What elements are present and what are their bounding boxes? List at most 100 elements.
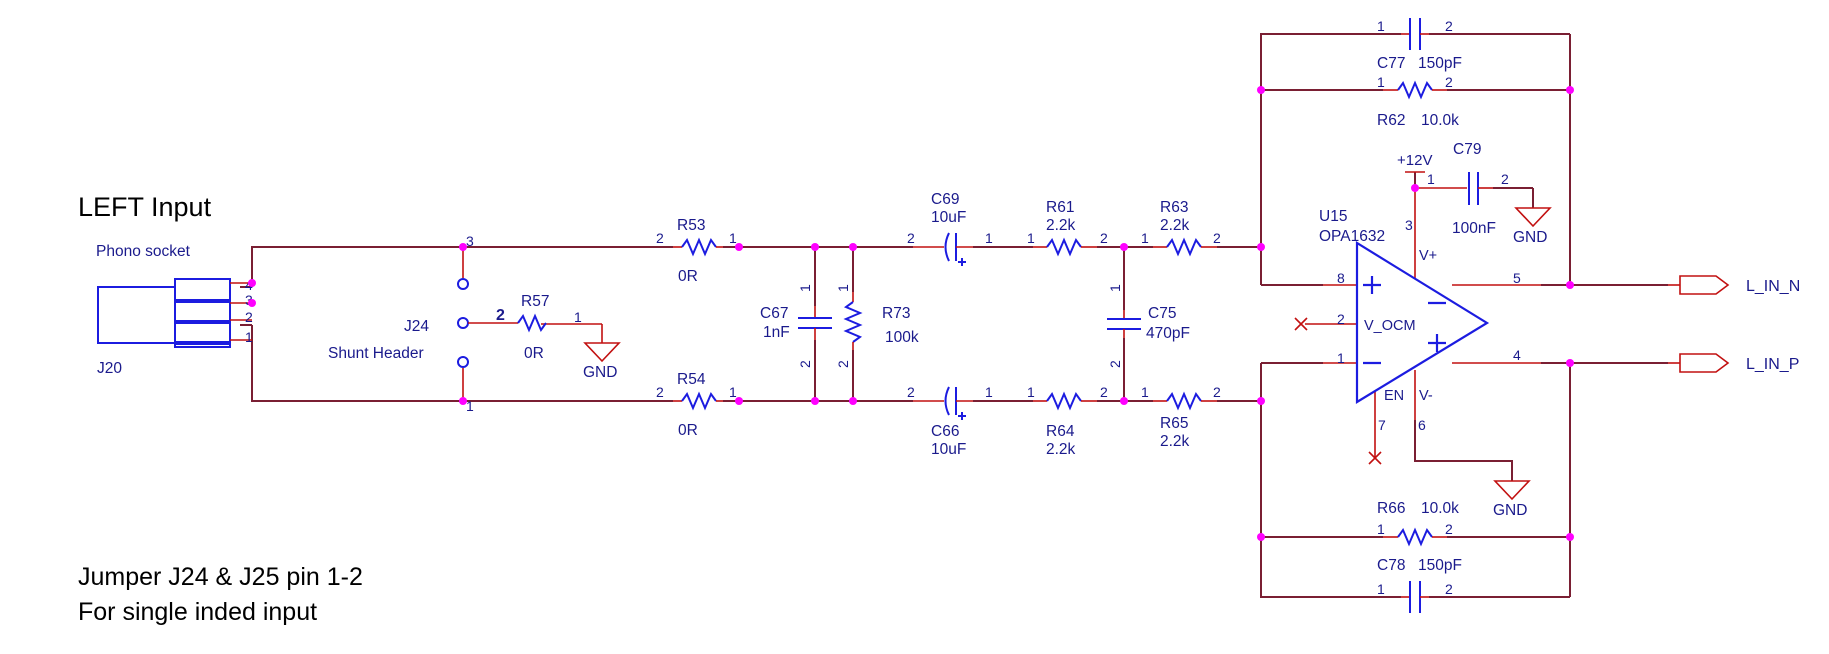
r61-value: 2.2k (1046, 217, 1076, 234)
u15-en-label: EN (1384, 388, 1404, 404)
u15-designator: U15 (1319, 208, 1347, 225)
gnd-label-vminus: GND (1493, 502, 1527, 519)
j24-pin-1: 1 (466, 398, 474, 414)
r57-value: 0R (524, 345, 544, 362)
port-l-in-p: L_IN_P (1668, 353, 1799, 373)
c67-designator: C67 (760, 305, 788, 322)
r54-value: 0R (678, 422, 698, 439)
r65-designator: R65 (1160, 415, 1188, 432)
r54-resistor: 2 1 R54 0R (656, 371, 737, 439)
gnd-symbol-c79: GND (1513, 207, 1552, 246)
r62-pin-2: 2 (1445, 74, 1453, 90)
r62-designator: R62 (1377, 112, 1405, 129)
u15-pin-5: 5 (1513, 270, 1521, 286)
c78-pin-1: 1 (1377, 581, 1385, 597)
c75-pin-1: 1 (1107, 284, 1123, 292)
r53-designator: R53 (677, 217, 705, 234)
c66-value: 10uF (931, 441, 966, 458)
junction-dots (248, 86, 1574, 541)
vplus-supply-label: +12V (1397, 152, 1432, 169)
c78-pin-2: 2 (1445, 581, 1453, 597)
u15-pin-6: 6 (1418, 417, 1426, 433)
no-connect-markers (1294, 317, 1382, 465)
r64-pin-1: 1 (1027, 384, 1035, 400)
u15-pin-2: 2 (1337, 311, 1345, 327)
c77-capacitor: 1 2 C77 150pF (1377, 18, 1462, 72)
c77-pin-2: 2 (1445, 18, 1453, 34)
c66-capacitor: 2 1 C66 10uF (907, 384, 993, 458)
c78-value: 150pF (1418, 557, 1462, 574)
c75-pin-2: 2 (1107, 360, 1123, 368)
j20-pin-1: 1 (245, 329, 253, 345)
r73-pin-2: 2 (835, 360, 851, 368)
r61-designator: R61 (1046, 199, 1074, 216)
u15-pin-3: 3 (1405, 217, 1413, 233)
r65-value: 2.2k (1160, 433, 1190, 450)
r73-resistor: 1 2 R73 100k (835, 284, 919, 368)
u15-pin-1: 1 (1337, 350, 1345, 366)
u15-opamp: V_OCM V+ V- EN 8 2 1 3 5 4 6 7 U15 OPA16… (1319, 208, 1541, 433)
c78-capacitor: 1 2 C78 150pF (1377, 557, 1462, 613)
vplus-supply-symbol: +12V (1397, 152, 1432, 173)
u15-vminus-label: V- (1419, 388, 1433, 404)
r73-pin-1: 1 (835, 284, 851, 292)
c67-capacitor: 1 2 C67 1nF (760, 284, 832, 368)
r63-value: 2.2k (1160, 217, 1190, 234)
r73-value: 100k (885, 329, 919, 346)
c75-value: 470pF (1146, 325, 1190, 342)
j20-designator: J20 (97, 360, 122, 377)
pin-leads (541, 187, 1467, 457)
j24-shunt-header: 3 2 1 J24 Shunt Header (328, 233, 518, 414)
gnd-symbol-r57: GND (583, 342, 621, 381)
r66-pin-2: 2 (1445, 521, 1453, 537)
r53-resistor: 2 1 R53 0R (656, 217, 737, 285)
j20-phono-socket: 4 3 2 1 Phono socket J20 (96, 243, 253, 377)
r57-designator: R57 (521, 293, 549, 310)
c66-designator: C66 (931, 423, 959, 440)
c69-pin-1: 1 (985, 230, 993, 246)
r54-pin-2: 2 (656, 384, 664, 400)
c75-designator: C75 (1148, 305, 1176, 322)
j24-pin-3: 3 (466, 233, 474, 249)
r73-designator: R73 (882, 305, 910, 322)
r64-pin-2: 2 (1100, 384, 1108, 400)
c79-pin-2: 2 (1501, 171, 1509, 187)
r57-resistor: 1 R57 0R (517, 293, 582, 362)
j20-pin-2: 2 (245, 309, 253, 325)
r65-pin-1: 1 (1141, 384, 1149, 400)
r54-pin-1: 1 (729, 384, 737, 400)
r65-resistor: 1 2 R65 2.2k (1141, 384, 1221, 450)
r54-designator: R54 (677, 371, 706, 388)
c67-pin-2: 2 (797, 360, 813, 368)
u15-pin-7: 7 (1378, 417, 1386, 433)
r53-pin-2: 2 (656, 230, 664, 246)
gnd-symbol-vminus: GND (1493, 480, 1531, 519)
c79-designator: C79 (1453, 141, 1481, 158)
r64-designator: R64 (1046, 423, 1075, 440)
c69-pin-2: 2 (907, 230, 915, 246)
jumper-note-line2: For single inded input (78, 598, 317, 626)
c75-capacitor: 1 2 C75 470pF (1107, 284, 1190, 368)
c69-capacitor: 2 1 C69 10uF (907, 191, 993, 266)
r63-designator: R63 (1160, 199, 1188, 216)
r62-pin-1: 1 (1377, 74, 1385, 90)
c77-designator: C77 (1377, 55, 1405, 72)
r66-value: 10.0k (1421, 500, 1459, 517)
r61-pin-1: 1 (1027, 230, 1035, 246)
c79-value: 100nF (1452, 220, 1496, 237)
r53-pin-1: 1 (729, 230, 737, 246)
c69-value: 10uF (931, 209, 966, 226)
r57-pin-1: 1 (574, 309, 582, 325)
r66-pin-1: 1 (1377, 521, 1385, 537)
c77-pin-1: 1 (1377, 18, 1385, 34)
c79-pin-1: 1 (1427, 171, 1435, 187)
u15-pin-8: 8 (1337, 270, 1345, 286)
c67-value: 1nF (763, 324, 790, 341)
port-l-in-n: L_IN_N (1668, 275, 1800, 295)
r66-resistor: 1 2 R66 10.0k (1377, 500, 1459, 547)
r61-pin-2: 2 (1100, 230, 1108, 246)
c67-pin-1: 1 (797, 284, 813, 292)
u15-part: OPA1632 (1319, 228, 1385, 245)
r66-designator: R66 (1377, 500, 1405, 517)
r62-value: 10.0k (1421, 112, 1459, 129)
